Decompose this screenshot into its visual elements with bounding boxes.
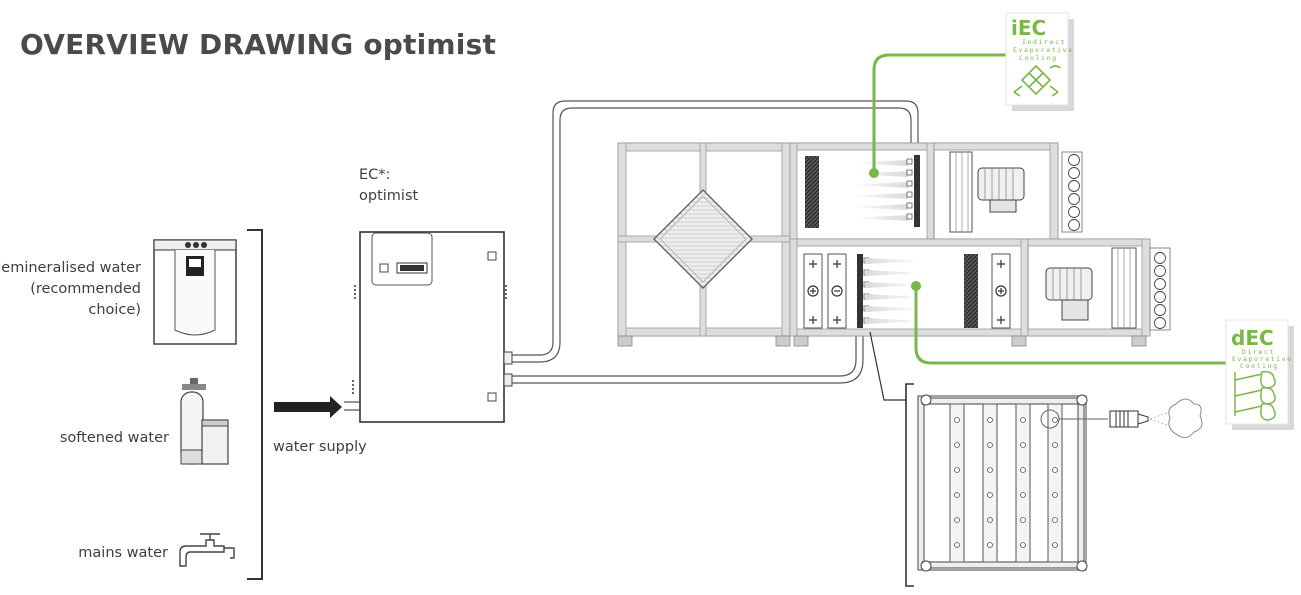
water-source-bracket [247,229,263,580]
ec-label-line-2: optimist [359,188,419,204]
water-supply-label: water supply [273,439,367,455]
ec-unit-label: EC*: optimist [359,165,418,207]
water-supply-arrow [274,396,342,418]
iec-word-1: Indirect [1022,38,1066,46]
dec-spray-icon [1234,370,1276,421]
dec-word-2: Evaporative [1232,355,1293,363]
nozzle-rack-detail [869,331,1203,587]
ec-label-line-1: EC*: [359,167,391,183]
demineralised-water-label: demineralised water (recommended choice) [0,258,141,321]
iec-word-3: Cooling [1019,54,1058,62]
mains-water-label: mains water [78,545,168,561]
demineralisation-device [153,239,237,345]
ec-optimist-cabinet [352,231,513,423]
water-hoses [512,100,919,384]
page-title: OVERVIEW DRAWING optimist [20,28,497,61]
dec-logo-text: dEC [1231,326,1274,350]
iec-logo-text: iEC [1011,16,1046,40]
mains-tap-icon [179,533,235,567]
iec-exchanger-icon [1013,64,1061,97]
iec-callout-dot [869,168,879,178]
green-callouts [872,53,1227,365]
air-handling-unit [617,142,1171,347]
iec-badge: iEC Indirect Evaporative Cooling [1005,12,1074,111]
softened-water-label: softened water [59,430,169,446]
demineralised-line-2: (recommended [30,281,141,297]
demineralised-line-3: choice) [88,302,141,318]
iec-word-2: Evaporative [1013,46,1074,54]
dec-word-3: Cooling [1240,362,1279,370]
demineralised-line-1: demineralised water [0,260,141,276]
dec-badge: dEC Direct Evaporative Cooling [1225,319,1294,430]
dec-callout-dot [911,281,921,291]
dec-word-1: Direct [1242,348,1275,356]
water-softener-device [180,378,229,465]
